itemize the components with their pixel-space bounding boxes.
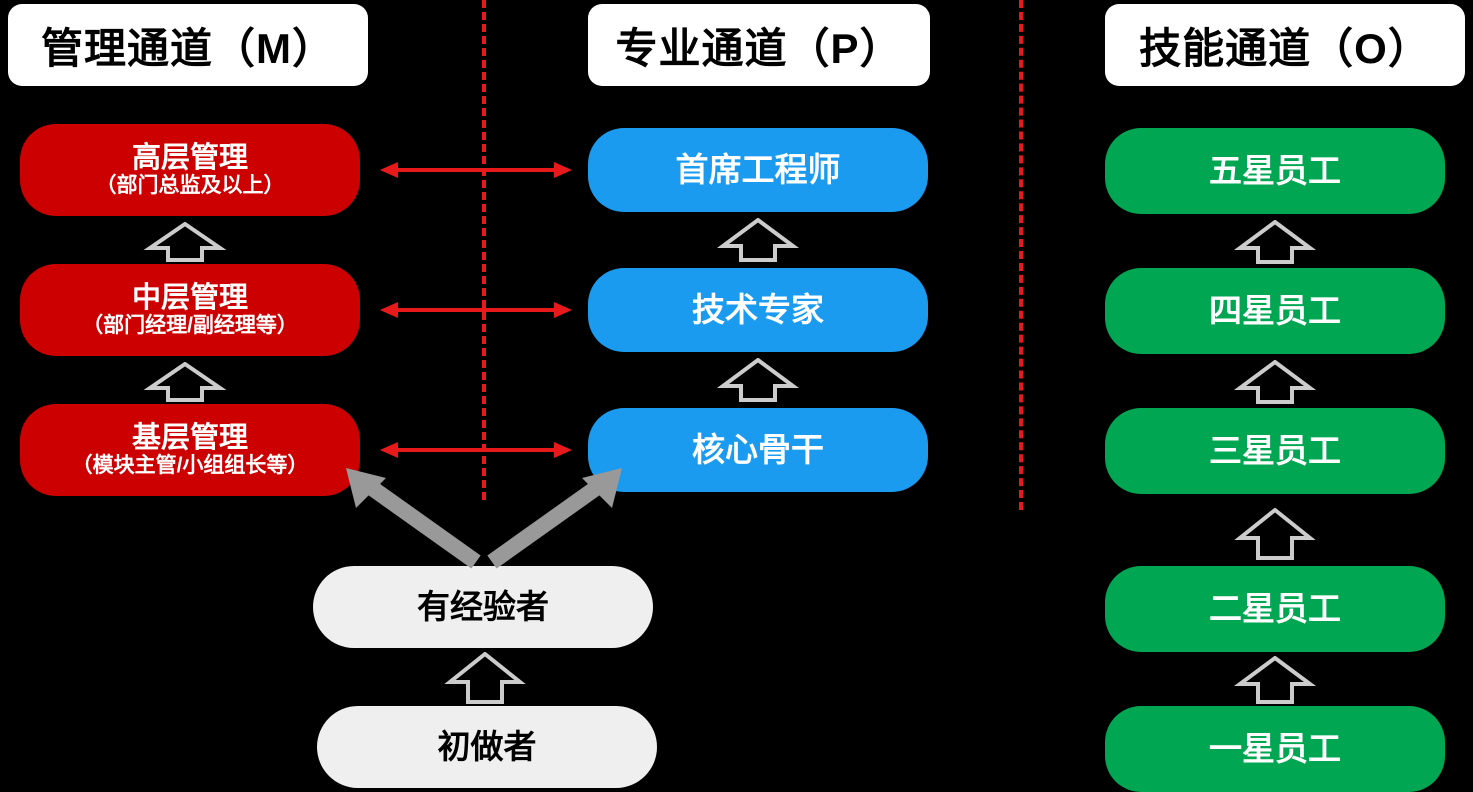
node-title: 技术专家 (692, 290, 824, 328)
arrow-experienced-to-management (330, 462, 490, 572)
node-title: 二星员工 (1209, 589, 1341, 627)
node-title: 初做者 (437, 727, 537, 765)
node-title: 四星员工 (1209, 291, 1341, 329)
node-title: 中层管理 (131, 281, 248, 314)
divider-professional-skill (1019, 0, 1023, 510)
node-title: 高层管理 (131, 141, 248, 174)
arrow-bidirectional-level-2 (378, 290, 574, 330)
node-management-level-1[interactable]: 高层管理 （部门总监及以上） (20, 124, 360, 216)
arrow-up-professional-3-to-2 (713, 357, 803, 402)
node-management-level-2[interactable]: 中层管理 （部门经理/副经理等） (20, 264, 360, 356)
header-professional-label: 专业通道（P） (615, 24, 903, 72)
arrow-experienced-to-professional (478, 462, 638, 572)
node-title: 五星员工 (1209, 151, 1341, 189)
arrow-up-management-3-to-2 (140, 361, 230, 402)
header-professional: 专业通道（P） (588, 4, 930, 86)
node-subtitle: （部门总监及以上） (95, 174, 285, 198)
arrow-bidirectional-level-1 (378, 150, 574, 190)
node-subtitle: （部门经理/副经理等） (82, 314, 298, 338)
node-title: 首席工程师 (675, 150, 841, 188)
arrow-up-management-2-to-1 (140, 221, 230, 262)
node-skill-level-5[interactable]: 五星员工 (1105, 128, 1445, 214)
node-beginner[interactable]: 初做者 (317, 706, 657, 788)
node-title: 核心骨干 (692, 430, 824, 468)
node-title: 基层管理 (131, 421, 248, 454)
node-title: 一星员工 (1209, 729, 1341, 767)
node-professional-level-3[interactable]: 核心骨干 (588, 408, 928, 492)
node-experienced[interactable]: 有经验者 (313, 566, 653, 648)
header-skill-label: 技能通道（O） (1139, 24, 1431, 72)
arrow-up-professional-2-to-1 (713, 217, 803, 262)
header-skill: 技能通道（O） (1105, 4, 1465, 86)
node-management-level-3[interactable]: 基层管理 （模块主管/小组组长等） (20, 404, 360, 496)
node-professional-level-1[interactable]: 首席工程师 (588, 128, 928, 212)
arrow-up-skill-3-to-4 (1230, 359, 1320, 404)
arrow-up-skill-1-to-2 (1230, 655, 1320, 704)
arrow-up-beginner-to-experienced (440, 651, 530, 704)
arrow-bidirectional-level-3 (378, 430, 574, 470)
arrow-up-skill-4-to-5 (1230, 219, 1320, 264)
node-skill-level-3[interactable]: 三星员工 (1105, 408, 1445, 494)
arrow-up-skill-2-to-3 (1230, 507, 1320, 560)
divider-management-professional (482, 0, 486, 500)
node-skill-level-2[interactable]: 二星员工 (1105, 566, 1445, 652)
node-skill-level-1[interactable]: 一星员工 (1105, 706, 1445, 792)
header-management: 管理通道（M） (8, 4, 368, 86)
node-professional-level-2[interactable]: 技术专家 (588, 268, 928, 352)
node-title: 三星员工 (1209, 431, 1341, 469)
node-title: 有经验者 (417, 587, 549, 625)
header-management-label: 管理通道（M） (41, 24, 335, 72)
node-skill-level-4[interactable]: 四星员工 (1105, 268, 1445, 354)
node-subtitle: （模块主管/小组组长等） (71, 454, 309, 478)
